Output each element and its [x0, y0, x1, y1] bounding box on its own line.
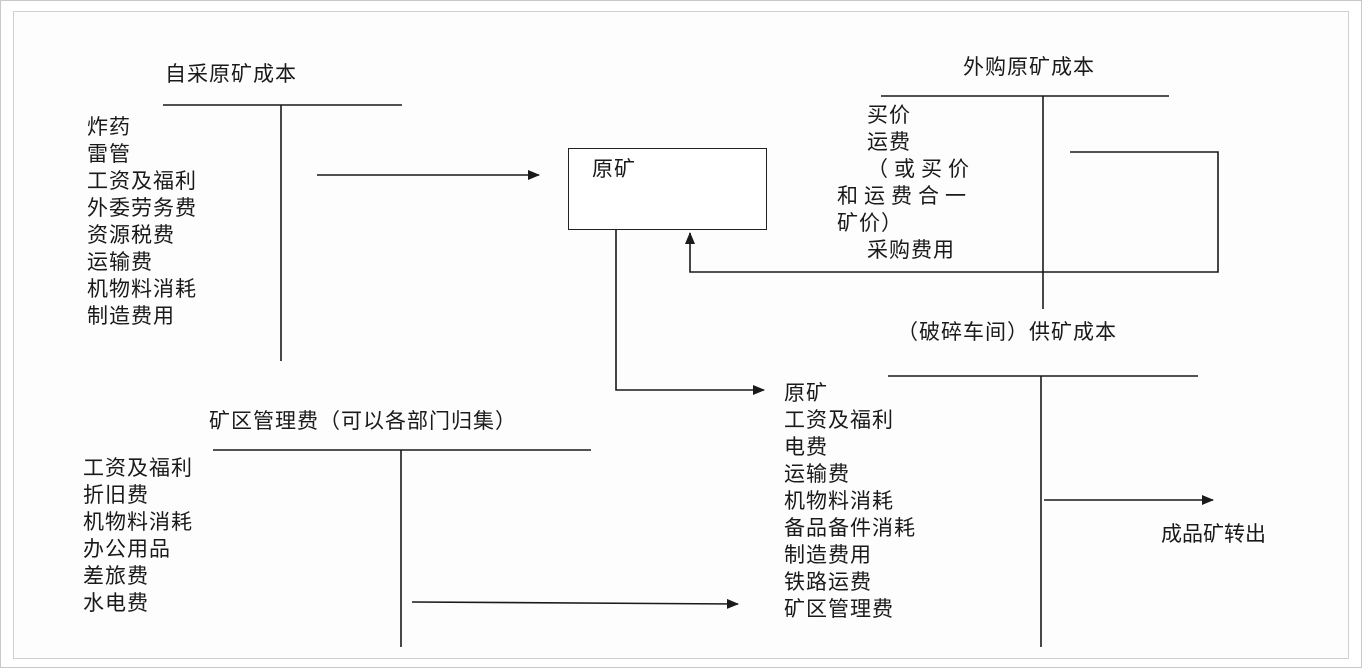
list-item: 工资及福利 [83, 456, 193, 480]
list-item: 运输费 [784, 462, 850, 486]
purchased-title: 外购原矿成本 [963, 55, 1095, 79]
list-item: 工资及福利 [87, 169, 197, 193]
list-item: 机物料消耗 [87, 277, 197, 301]
list-item: 雷管 [87, 142, 131, 166]
list-item: 原矿 [784, 381, 828, 405]
list-item: 水电费 [83, 591, 149, 615]
list-item: 差旅费 [83, 564, 149, 588]
arrow-purchased-to-ore [685, 151, 1219, 273]
list-item: 运输费 [87, 250, 153, 274]
crushing-items: 原矿 工资及福利 电费 运输费 机物料消耗 备品备件消耗 制造费用 铁路运费 矿… [784, 380, 916, 623]
list-item: 铁路运费 [784, 570, 872, 594]
list-item: 矿区管理费 [784, 597, 894, 621]
list-item: 办公用品 [83, 537, 171, 561]
ore-box-label: 原矿 [592, 157, 636, 181]
list-item: 机物料消耗 [83, 510, 193, 534]
list-item: 资源税费 [87, 223, 175, 247]
self-mined-items: 炸药 雷管 工资及福利 外委劳务费 资源税费 运输费 机物料消耗 制造费用 [87, 114, 197, 330]
purchased-item: 运费 [867, 130, 911, 154]
list-item: 备品备件消耗 [784, 516, 916, 540]
list-item: 电费 [784, 435, 828, 459]
purchased-item: 采购费用 [867, 238, 955, 262]
diagram-frame [13, 11, 1349, 659]
self-mined-title: 自采原矿成本 [165, 62, 297, 86]
arrow-mgmt-to-crushing [411, 598, 739, 609]
purchased-item: 买价 [867, 103, 911, 127]
ore-box: 原矿 [568, 148, 767, 230]
list-item: 制造费用 [87, 304, 175, 328]
list-item: 机物料消耗 [784, 489, 894, 513]
list-item: 折旧费 [83, 483, 149, 507]
mine-mgmt-items: 工资及福利 折旧费 机物料消耗 办公用品 差旅费 水电费 [83, 455, 193, 617]
purchased-item: 和运费合一 [837, 184, 972, 208]
list-item: 工资及福利 [784, 408, 894, 432]
purchased-item: 矿价） [837, 211, 903, 235]
output-label: 成品矿转出 [1161, 522, 1266, 546]
purchased-item: （或买价 [867, 157, 975, 181]
mine-mgmt-title: 矿区管理费（可以各部门归集） [209, 409, 517, 433]
list-item: 制造费用 [784, 543, 872, 567]
arrow-ore-to-crushing [615, 230, 765, 395]
crushing-title: （破碎车间）供矿成本 [897, 320, 1117, 344]
list-item: 外委劳务费 [87, 196, 197, 220]
list-item: 炸药 [87, 115, 131, 139]
